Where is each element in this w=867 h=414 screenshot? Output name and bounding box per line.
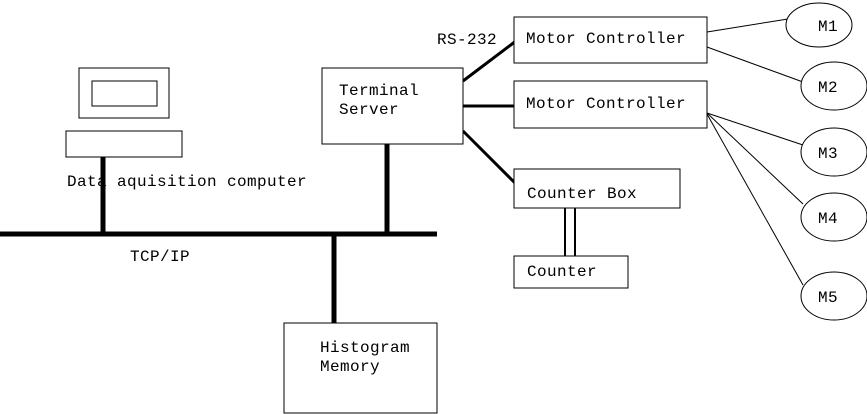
motor-m1-ellipse: [785, 2, 853, 48]
serial-line-to-counter-box: [461, 129, 518, 186]
motor-m2-label: M2: [818, 79, 838, 97]
terminal-server-label-line1: Terminal: [339, 82, 419, 100]
terminal-server-label-line2: Server: [339, 101, 399, 119]
computer-caption-label: Data aquisition computer: [67, 173, 307, 191]
motor-m2-ellipse: [800, 61, 867, 111]
serial-line-to-motor-controller-1: [462, 39, 517, 83]
histogram-memory-label-line1: Histogram: [320, 339, 410, 357]
text-labels: Data aquisition computer TCP/IP RS-232 T…: [67, 18, 838, 376]
motor-m1-label: M1: [818, 18, 838, 36]
network-lines: [0, 144, 437, 324]
counter-box-box: [513, 168, 681, 209]
line-controller2-to-m4: [706, 112, 804, 205]
monitor-screen-rect: [91, 80, 158, 107]
motor-m3-ellipse: [800, 127, 867, 177]
motor-controller-1-label: Motor Controller: [526, 30, 686, 48]
histogram-memory-box: [283, 322, 438, 414]
counter-box: [513, 255, 629, 289]
line-controller1-to-m2: [706, 46, 804, 83]
counter-box-label: Counter Box: [527, 185, 637, 203]
serial-lines: [461, 39, 518, 186]
counter-label: Counter: [527, 263, 597, 281]
motor-m4-ellipse: [800, 192, 867, 242]
motor-m4-label: M4: [818, 210, 838, 228]
motor-lines: [706, 18, 804, 286]
motor-controller-2-box: [513, 80, 708, 129]
motor-nodes: [785, 2, 867, 321]
rs-232-label: RS-232: [437, 31, 497, 49]
terminal-server-box: [321, 67, 464, 145]
line-controller2-to-m5: [706, 113, 804, 286]
motor-controller-1-box: [513, 16, 708, 64]
line-controller2-to-m3: [706, 112, 804, 146]
computer-base-rect: [65, 130, 183, 158]
motor-m5-ellipse: [800, 271, 867, 321]
tcp-ip-label: TCP/IP: [130, 248, 190, 266]
motor-m3-label: M3: [818, 145, 838, 163]
line-controller1-to-m1: [706, 18, 789, 33]
device-boxes: [283, 16, 708, 414]
histogram-memory-label-line2: Memory: [320, 358, 380, 376]
motor-m5-label: M5: [818, 289, 838, 307]
computer-icon: [65, 67, 183, 158]
motor-controller-2-label: Motor Controller: [526, 95, 686, 113]
counter-lines: [564, 208, 576, 257]
